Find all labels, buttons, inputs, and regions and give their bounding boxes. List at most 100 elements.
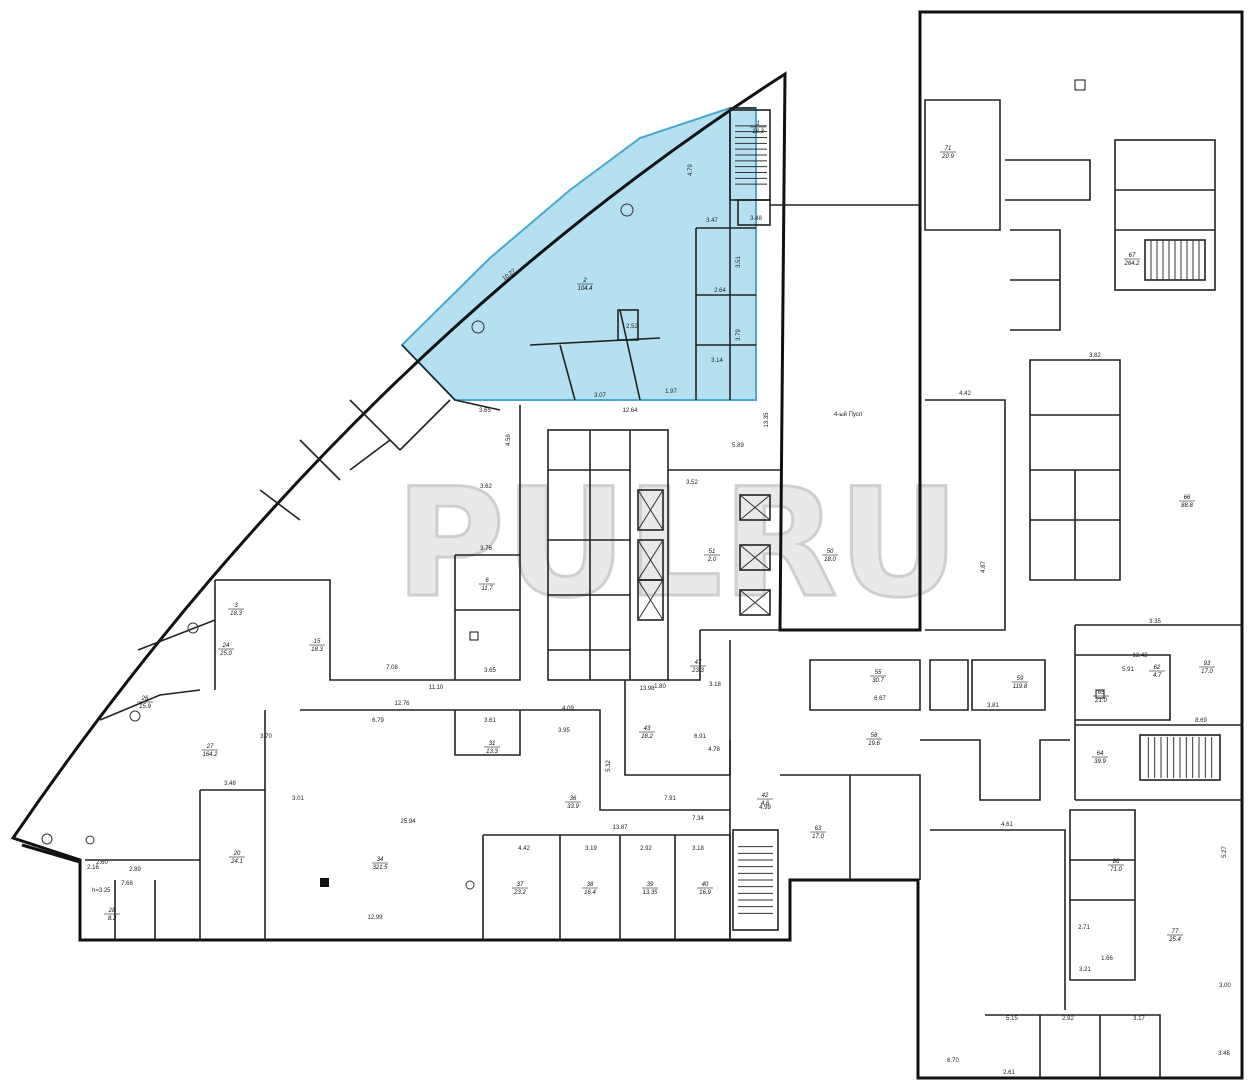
dimension-label: 25.94 xyxy=(400,819,416,825)
dimension-label: 12.76 xyxy=(394,701,410,707)
room-area: 19.6 xyxy=(868,741,880,747)
room-area: 25.4 xyxy=(1168,937,1181,943)
room-number: 62 xyxy=(1154,665,1161,671)
room-area: 21.0 xyxy=(1094,698,1107,704)
dimension-label: 3.51 xyxy=(736,256,742,268)
internal-walls xyxy=(85,99,1242,1078)
room-area: 8.2 xyxy=(108,916,117,922)
room-number: 1 xyxy=(756,121,759,127)
room-area: 164.2 xyxy=(202,752,218,758)
dimension-label: 3.61 xyxy=(484,718,496,724)
dimension-label: 3.07 xyxy=(594,393,606,399)
dimension-label: 2.52 xyxy=(626,324,638,330)
room-number: 86 xyxy=(1113,859,1120,865)
dimension-label: 3.21 xyxy=(1079,967,1091,973)
dimension-label: 5.89 xyxy=(732,443,744,449)
dimension-label: 3.14 xyxy=(711,358,723,364)
room-area: 321.5 xyxy=(372,865,388,871)
dimension-label: 4.61 xyxy=(1001,822,1013,828)
dimension-label: 2.61 xyxy=(1003,1070,1015,1076)
room-number: 58 xyxy=(871,733,878,739)
room-number: 71 xyxy=(945,146,952,152)
dimension-label: 12.64 xyxy=(622,408,638,414)
ceiling-height-label: h=3.25 xyxy=(92,888,111,894)
room-area: 17.0 xyxy=(1201,669,1213,675)
dimension-label: 7.68 xyxy=(121,881,133,887)
dimension-label: 7.34 xyxy=(692,816,704,822)
room-area: 24.1 xyxy=(230,859,243,865)
dimension-label: 3.19 xyxy=(585,846,597,852)
room-number: 37 xyxy=(517,882,524,888)
room-number: 28 xyxy=(108,908,116,914)
room-number: 64 xyxy=(1097,751,1104,757)
room-area: 71.0 xyxy=(1110,867,1122,873)
dimension-label: 3.81 xyxy=(987,703,999,709)
dimension-label: 3.82 xyxy=(1089,353,1101,359)
dimension-label: 4.42 xyxy=(959,391,971,397)
dimension-label: 7.91 xyxy=(664,796,676,802)
room-area: 18.2 xyxy=(641,734,653,740)
dimension-label: 2.64 xyxy=(714,288,726,294)
room-area: 16.4 xyxy=(584,890,596,896)
dimension-label: 6.67 xyxy=(874,696,886,702)
room-number: 47 xyxy=(695,660,702,666)
dimension-label: 4.99 xyxy=(759,805,771,811)
dimension-label: 5.27 xyxy=(1222,846,1228,858)
room-number: 67 xyxy=(1129,253,1136,259)
room-area: 2.0 xyxy=(707,557,717,563)
dimension-label: 3.95 xyxy=(558,728,570,734)
dimension-label: 3.65 xyxy=(484,668,496,674)
dimension-label: 3.65 xyxy=(479,408,491,414)
room-area: 13.35 xyxy=(642,890,658,896)
room-number: 27 xyxy=(206,744,214,750)
room-number: 38 xyxy=(587,882,594,888)
room-area: 104.4 xyxy=(577,286,593,292)
dimension-label: 1.66 xyxy=(1101,956,1113,962)
dimension-label: 3.00 xyxy=(1219,983,1231,989)
dimension-label: 3.62 xyxy=(480,484,492,490)
room-number: 34 xyxy=(377,857,384,863)
dimension-label: 5.91 xyxy=(1122,667,1134,673)
dimension-label: 4.59 xyxy=(506,434,512,446)
room-area: 88.8 xyxy=(1181,503,1193,509)
dimension-label: 5.15 xyxy=(1006,1016,1018,1022)
room-area: 20.9 xyxy=(941,154,954,160)
room-labels: 118.32104.4318.3611.71518.32024.12425.02… xyxy=(104,121,1215,943)
corridor-label: 4-ый Пусп xyxy=(834,411,862,418)
room-number: 66 xyxy=(1184,495,1191,501)
room-number: 2 xyxy=(582,278,587,284)
dimension-label: 12.99 xyxy=(367,915,383,921)
dimension-label: 13.87 xyxy=(612,825,628,831)
room-area: 264.2 xyxy=(1123,261,1140,267)
room-area: 16.9 xyxy=(699,890,711,896)
room-area: 18.3 xyxy=(311,647,323,653)
dimension-label: 8.69 xyxy=(1195,718,1207,724)
room-number: 42 xyxy=(762,793,769,799)
room-number: 6 xyxy=(485,578,489,584)
dimension-label: 3.18 xyxy=(692,846,704,852)
room-number: 55 xyxy=(875,670,882,676)
room-area: 30.7 xyxy=(872,678,884,684)
dimension-label: 4.09 xyxy=(562,706,574,712)
dimension-labels: 10.274.793.473.512.643.793.142.523.071.9… xyxy=(87,164,1231,1076)
room-area: 4.6 xyxy=(761,801,770,807)
dimension-label: 3.18 xyxy=(709,682,721,688)
dimension-label: 5.32 xyxy=(606,760,612,772)
room-area: 4.7 xyxy=(1153,673,1162,679)
room-number: 59 xyxy=(1017,676,1024,682)
room-number: 39 xyxy=(647,882,654,888)
highlighted-unit[interactable] xyxy=(400,107,757,401)
room-number: 40 xyxy=(702,882,709,888)
room-number: 63 xyxy=(815,826,822,832)
dimension-label: 11.10 xyxy=(429,685,444,691)
room-area: 33.9 xyxy=(567,804,579,810)
dimension-label: 3.47 xyxy=(706,218,718,224)
room-number: 36 xyxy=(570,796,577,802)
dimension-label: 6.79 xyxy=(372,718,384,724)
dimension-label: 2.92 xyxy=(1062,1016,1074,1022)
room-number: 24 xyxy=(222,643,230,649)
dimension-label: 2.16 xyxy=(87,865,99,871)
dimension-label: 4.87 xyxy=(981,561,987,573)
dimension-label: 13.98 xyxy=(639,686,655,692)
room-number: 20 xyxy=(233,851,241,857)
